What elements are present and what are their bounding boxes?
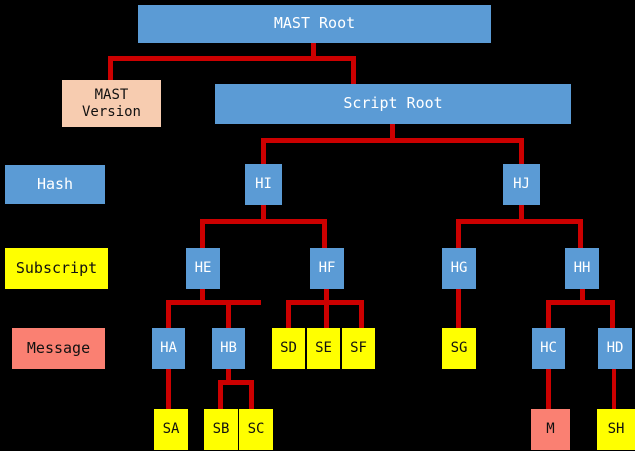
node-se[interactable]: SE [307,328,340,369]
edge-to-script-root [351,56,356,85]
legend-item-message: Message [12,328,105,369]
node-mast-root[interactable]: MAST Root [138,5,491,43]
edge-he-to-ha [166,300,171,330]
edge-hf-stem [324,288,329,302]
node-ha[interactable]: HA [152,328,185,369]
edge-hb-to-sb [218,380,223,410]
node-sd[interactable]: SD [272,328,305,369]
edge-hj-to-hg [456,219,461,250]
edge-hd-to-sh [612,368,616,410]
node-script-root[interactable]: Script Root [215,84,571,124]
edge-script-root-bus [261,138,523,143]
edge-hj-to-hh [578,219,583,250]
edge-hj-stem [519,205,524,221]
edge-hi-bus [200,219,327,224]
node-hg[interactable]: HG [442,248,476,289]
edge-script-root-to-hi [261,138,266,165]
edge-hf-to-sf [359,300,364,330]
edge-hb-stem [226,368,231,382]
node-hh[interactable]: HH [565,248,599,289]
node-hd[interactable]: HD [598,328,632,369]
edge-he-stem [200,288,205,302]
edge-script-root-to-hj [519,138,524,165]
edge-hg-to-sg [456,288,461,330]
edge-hf-to-sd [286,300,291,330]
node-sf[interactable]: SF [342,328,375,369]
edge-he-bus [166,300,261,305]
edge-hf-to-se [324,300,329,330]
edge-to-mast-version [108,56,113,82]
edge-hh-to-hc [546,300,551,330]
node-sa[interactable]: SA [154,409,188,450]
edge-hh-stem [580,288,585,302]
edge-he-to-hb [226,300,231,330]
node-hb[interactable]: HB [212,328,245,369]
edge-ha-to-sa [166,368,171,410]
node-sc[interactable]: SC [239,409,273,450]
edge-hb-bus [218,380,254,385]
node-sh[interactable]: SH [597,409,635,450]
edge-script-root-stem [390,124,395,140]
node-hf[interactable]: HF [310,248,344,289]
node-hj[interactable]: HJ [503,164,540,205]
node-sb[interactable]: SB [204,409,238,450]
edge-hi-to-he [200,219,205,250]
edge-hi-to-hf [322,219,327,250]
legend-item-hash: Hash [5,165,105,204]
node-hc[interactable]: HC [532,328,565,369]
node-sg[interactable]: SG [442,328,476,369]
node-he[interactable]: HE [186,248,220,289]
edge-mast-root-stem [311,42,316,58]
legend-item-subscript: Subscript [5,248,108,289]
edge-hh-to-hd [610,300,615,330]
edge-hj-bus [456,219,580,224]
edge-hc-to-m [546,368,551,410]
edge-hi-stem [261,205,266,221]
node-hi[interactable]: HI [245,164,282,205]
edge-hh-bus [546,300,615,305]
edge-mast-root-bus [108,56,356,61]
edge-hb-to-sc [249,380,254,410]
node-m[interactable]: M [531,409,570,450]
node-mast-version[interactable]: MAST Version [62,80,161,127]
